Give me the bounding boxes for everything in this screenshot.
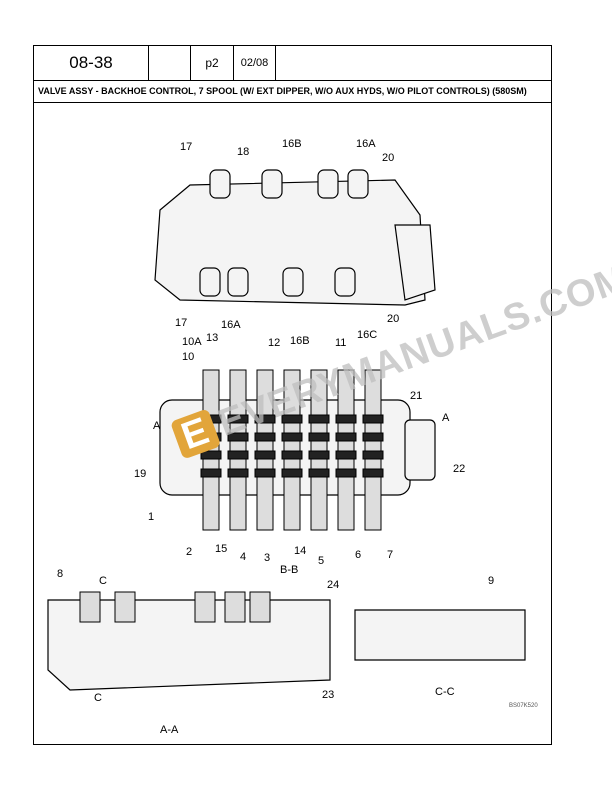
callout-label: 13 bbox=[206, 332, 219, 344]
callout-label: 11 bbox=[335, 337, 347, 349]
callout-label: 19 bbox=[134, 468, 147, 480]
spool-land bbox=[200, 468, 222, 478]
spool bbox=[256, 369, 274, 531]
spool-cap bbox=[227, 267, 249, 297]
spool-land bbox=[227, 468, 249, 478]
callout-label: 12 bbox=[268, 337, 281, 349]
spool-land bbox=[281, 468, 303, 478]
callout-label: 8 bbox=[57, 568, 64, 580]
spool-land bbox=[200, 450, 222, 460]
section-label-cc: C-C bbox=[435, 686, 455, 698]
spool-cap bbox=[347, 169, 369, 199]
spool-land bbox=[308, 432, 330, 442]
relief-valve bbox=[114, 591, 136, 623]
figure-code: BS07K520 bbox=[509, 703, 538, 709]
spool bbox=[310, 369, 328, 531]
spool-cap bbox=[199, 267, 221, 297]
callout-label: 20 bbox=[387, 313, 400, 325]
spool-land bbox=[308, 468, 330, 478]
callout-label: 1 bbox=[148, 511, 155, 523]
callout-label: A bbox=[153, 420, 161, 432]
page-title: VALVE ASSY - BACKHOE CONTROL, 7 SPOOL (W… bbox=[33, 80, 552, 103]
callout-label: 17 bbox=[180, 141, 193, 153]
spool-land bbox=[227, 450, 249, 460]
spool bbox=[337, 369, 355, 531]
callout-label: 14 bbox=[294, 545, 307, 557]
relief-valve bbox=[224, 591, 246, 623]
spool-land bbox=[335, 468, 357, 478]
spool-cap bbox=[334, 267, 356, 297]
spool-cap bbox=[317, 169, 339, 199]
callout-label: 3 bbox=[264, 552, 271, 564]
callout-label: 20 bbox=[382, 152, 395, 164]
spool-land bbox=[227, 414, 249, 424]
spool-land bbox=[335, 450, 357, 460]
callout-label: A bbox=[442, 412, 450, 424]
callout-label: 9 bbox=[488, 575, 495, 587]
spool-land bbox=[362, 450, 384, 460]
callout-label: 16B bbox=[290, 335, 310, 347]
callout-label: C bbox=[99, 575, 107, 587]
section-label-aa: A-A bbox=[160, 724, 179, 736]
callout-label: 4 bbox=[240, 551, 247, 563]
callout-label: 7 bbox=[387, 549, 394, 561]
callout-label: 23 bbox=[322, 689, 335, 701]
spool bbox=[364, 369, 382, 531]
callout-label: 16A bbox=[356, 138, 376, 150]
callout-label: 21 bbox=[410, 390, 423, 402]
spool-land bbox=[335, 432, 357, 442]
callout-label: 10 bbox=[182, 351, 195, 363]
section-label-bb: B-B bbox=[280, 564, 299, 576]
spool-land bbox=[335, 414, 357, 424]
callout-label: 22 bbox=[453, 463, 466, 475]
spool-cap bbox=[261, 169, 283, 199]
callout-label: 10A bbox=[182, 336, 202, 348]
spool-land bbox=[281, 432, 303, 442]
callout-label: 16C bbox=[357, 329, 378, 341]
spool-land bbox=[281, 414, 303, 424]
spool-land bbox=[281, 450, 303, 460]
spool-land bbox=[362, 468, 384, 478]
spool-land bbox=[308, 450, 330, 460]
relief-valve bbox=[249, 591, 271, 623]
spool-cap bbox=[282, 267, 304, 297]
spool-land bbox=[254, 432, 276, 442]
callout-label: 16B bbox=[282, 138, 302, 150]
spool-land bbox=[254, 414, 276, 424]
spool bbox=[229, 369, 247, 531]
callout-label: 16A bbox=[221, 319, 241, 331]
callout-label: 5 bbox=[318, 555, 325, 567]
callout-label: 17 bbox=[175, 317, 188, 329]
spool-land bbox=[254, 450, 276, 460]
spool-land bbox=[254, 468, 276, 478]
spool-land bbox=[362, 432, 384, 442]
relief-valve bbox=[194, 591, 216, 623]
spool-land bbox=[227, 432, 249, 442]
page-frame bbox=[33, 45, 552, 745]
callout-label: C bbox=[94, 692, 102, 704]
callout-label: 6 bbox=[355, 549, 362, 561]
callout-label: 24 bbox=[327, 579, 340, 591]
spool-land bbox=[362, 414, 384, 424]
spool-cap bbox=[209, 169, 231, 199]
callout-label: 18 bbox=[237, 146, 250, 158]
spool bbox=[283, 369, 301, 531]
callout-label: 15 bbox=[215, 543, 228, 555]
callout-label: 2 bbox=[186, 546, 193, 558]
relief-valve bbox=[79, 591, 101, 623]
spool-land bbox=[308, 414, 330, 424]
